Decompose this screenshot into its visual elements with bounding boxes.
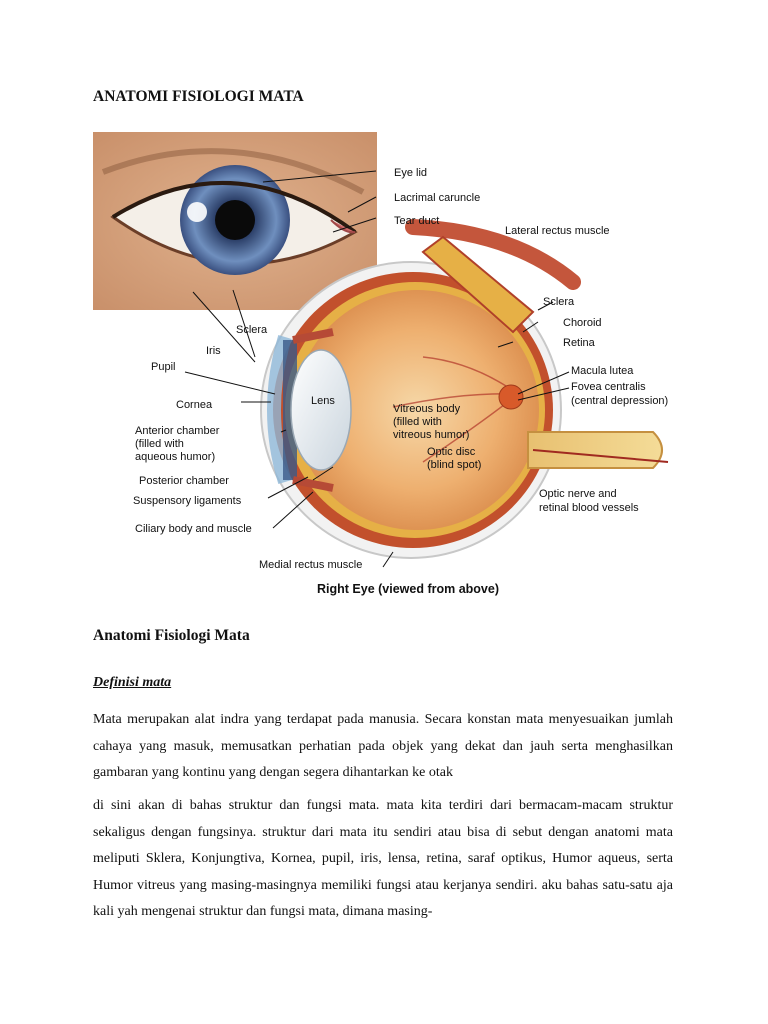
eye-anatomy-figure: Eye lid Lacrimal caruncle Tear duct Late… [93, 132, 690, 602]
label-cornea: Cornea [176, 399, 213, 411]
paragraph-2: di sini akan di bahas struktur dan fungs… [93, 798, 673, 919]
label-macula-lutea: Macula lutea [571, 365, 634, 377]
label-lens: Lens [311, 395, 335, 407]
page-title: ANATOMI FISIOLOGI MATA [93, 88, 304, 105]
figure-caption: Right Eye (viewed from above) [317, 582, 499, 596]
label-pupil: Pupil [151, 361, 175, 373]
label-optic-nerve-2: retinal blood vessels [539, 502, 639, 514]
label-lacrimal-caruncle: Lacrimal caruncle [394, 192, 480, 204]
label-anterior-1: Anterior chamber [135, 425, 220, 437]
label-iris: Iris [206, 345, 221, 357]
label-vitreous-3: vitreous humor) [393, 429, 469, 441]
label-vitreous-1: Vitreous body [393, 403, 461, 415]
label-posterior-chamber: Posterior chamber [139, 475, 229, 487]
label-optic-disc-1: Optic disc [427, 446, 476, 458]
eye-photo [93, 132, 377, 310]
label-anterior-3: aqueous humor) [135, 451, 215, 463]
label-choroid: Choroid [563, 317, 602, 329]
lateral-rectus-muscle [405, 219, 581, 290]
label-optic-nerve-1: Optic nerve and [539, 488, 617, 500]
eye-anatomy-diagram: Eye lid Lacrimal caruncle Tear duct Late… [93, 132, 669, 596]
label-anterior-2: (filled with [135, 438, 184, 450]
label-optic-disc-2: (blind spot) [427, 459, 481, 471]
section-heading: Anatomi Fisiologi Mata [93, 627, 250, 644]
label-suspensory: Suspensory ligaments [133, 495, 242, 507]
label-fovea-1: Fovea centralis [571, 381, 646, 393]
label-tear-duct: Tear duct [394, 215, 439, 227]
eyeball-section [260, 235, 669, 559]
paragraph-1: Mata merupakan alat indra yang terdapat … [93, 712, 673, 780]
label-sclera-right: Sclera [543, 296, 575, 308]
label-retina: Retina [563, 337, 596, 349]
label-sclera-left: Sclera [236, 324, 268, 336]
sub-heading: Definisi mata [93, 675, 172, 690]
label-ciliary: Ciliary body and muscle [135, 523, 252, 535]
label-medial-rectus: Medial rectus muscle [259, 559, 362, 571]
label-fovea-2: (central depression) [571, 395, 668, 407]
label-lateral-rectus: Lateral rectus muscle [505, 225, 610, 237]
label-eye-lid: Eye lid [394, 167, 427, 179]
label-vitreous-2: (filled with [393, 416, 442, 428]
